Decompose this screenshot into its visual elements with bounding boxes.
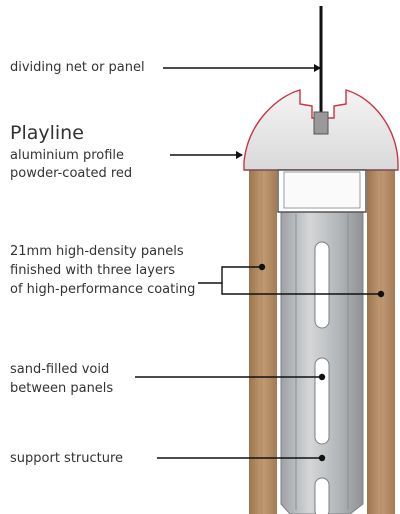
label-support-structure: support structure xyxy=(10,451,124,466)
label-panels-line3: of high-performance coating xyxy=(10,282,196,297)
product-title: Playline xyxy=(10,122,84,144)
left-wood-panel xyxy=(249,168,277,514)
label-void-line1: sand-filled void xyxy=(10,362,110,377)
label-void-line2: between panels xyxy=(10,381,114,396)
label-dividing-net: dividing net or panel xyxy=(10,60,145,75)
steel-slot xyxy=(314,357,330,445)
steel-slot xyxy=(314,477,330,514)
label-profile-line2: powder-coated red xyxy=(10,166,133,181)
leader-panels xyxy=(198,266,262,284)
net-clamp xyxy=(313,111,329,135)
label-panels-line1: 21mm high-density panels xyxy=(10,244,184,259)
label-panels-line2: finished with three layers xyxy=(10,263,176,278)
steel-slot xyxy=(314,241,330,329)
label-profile-line1: aluminium profile xyxy=(10,148,125,163)
